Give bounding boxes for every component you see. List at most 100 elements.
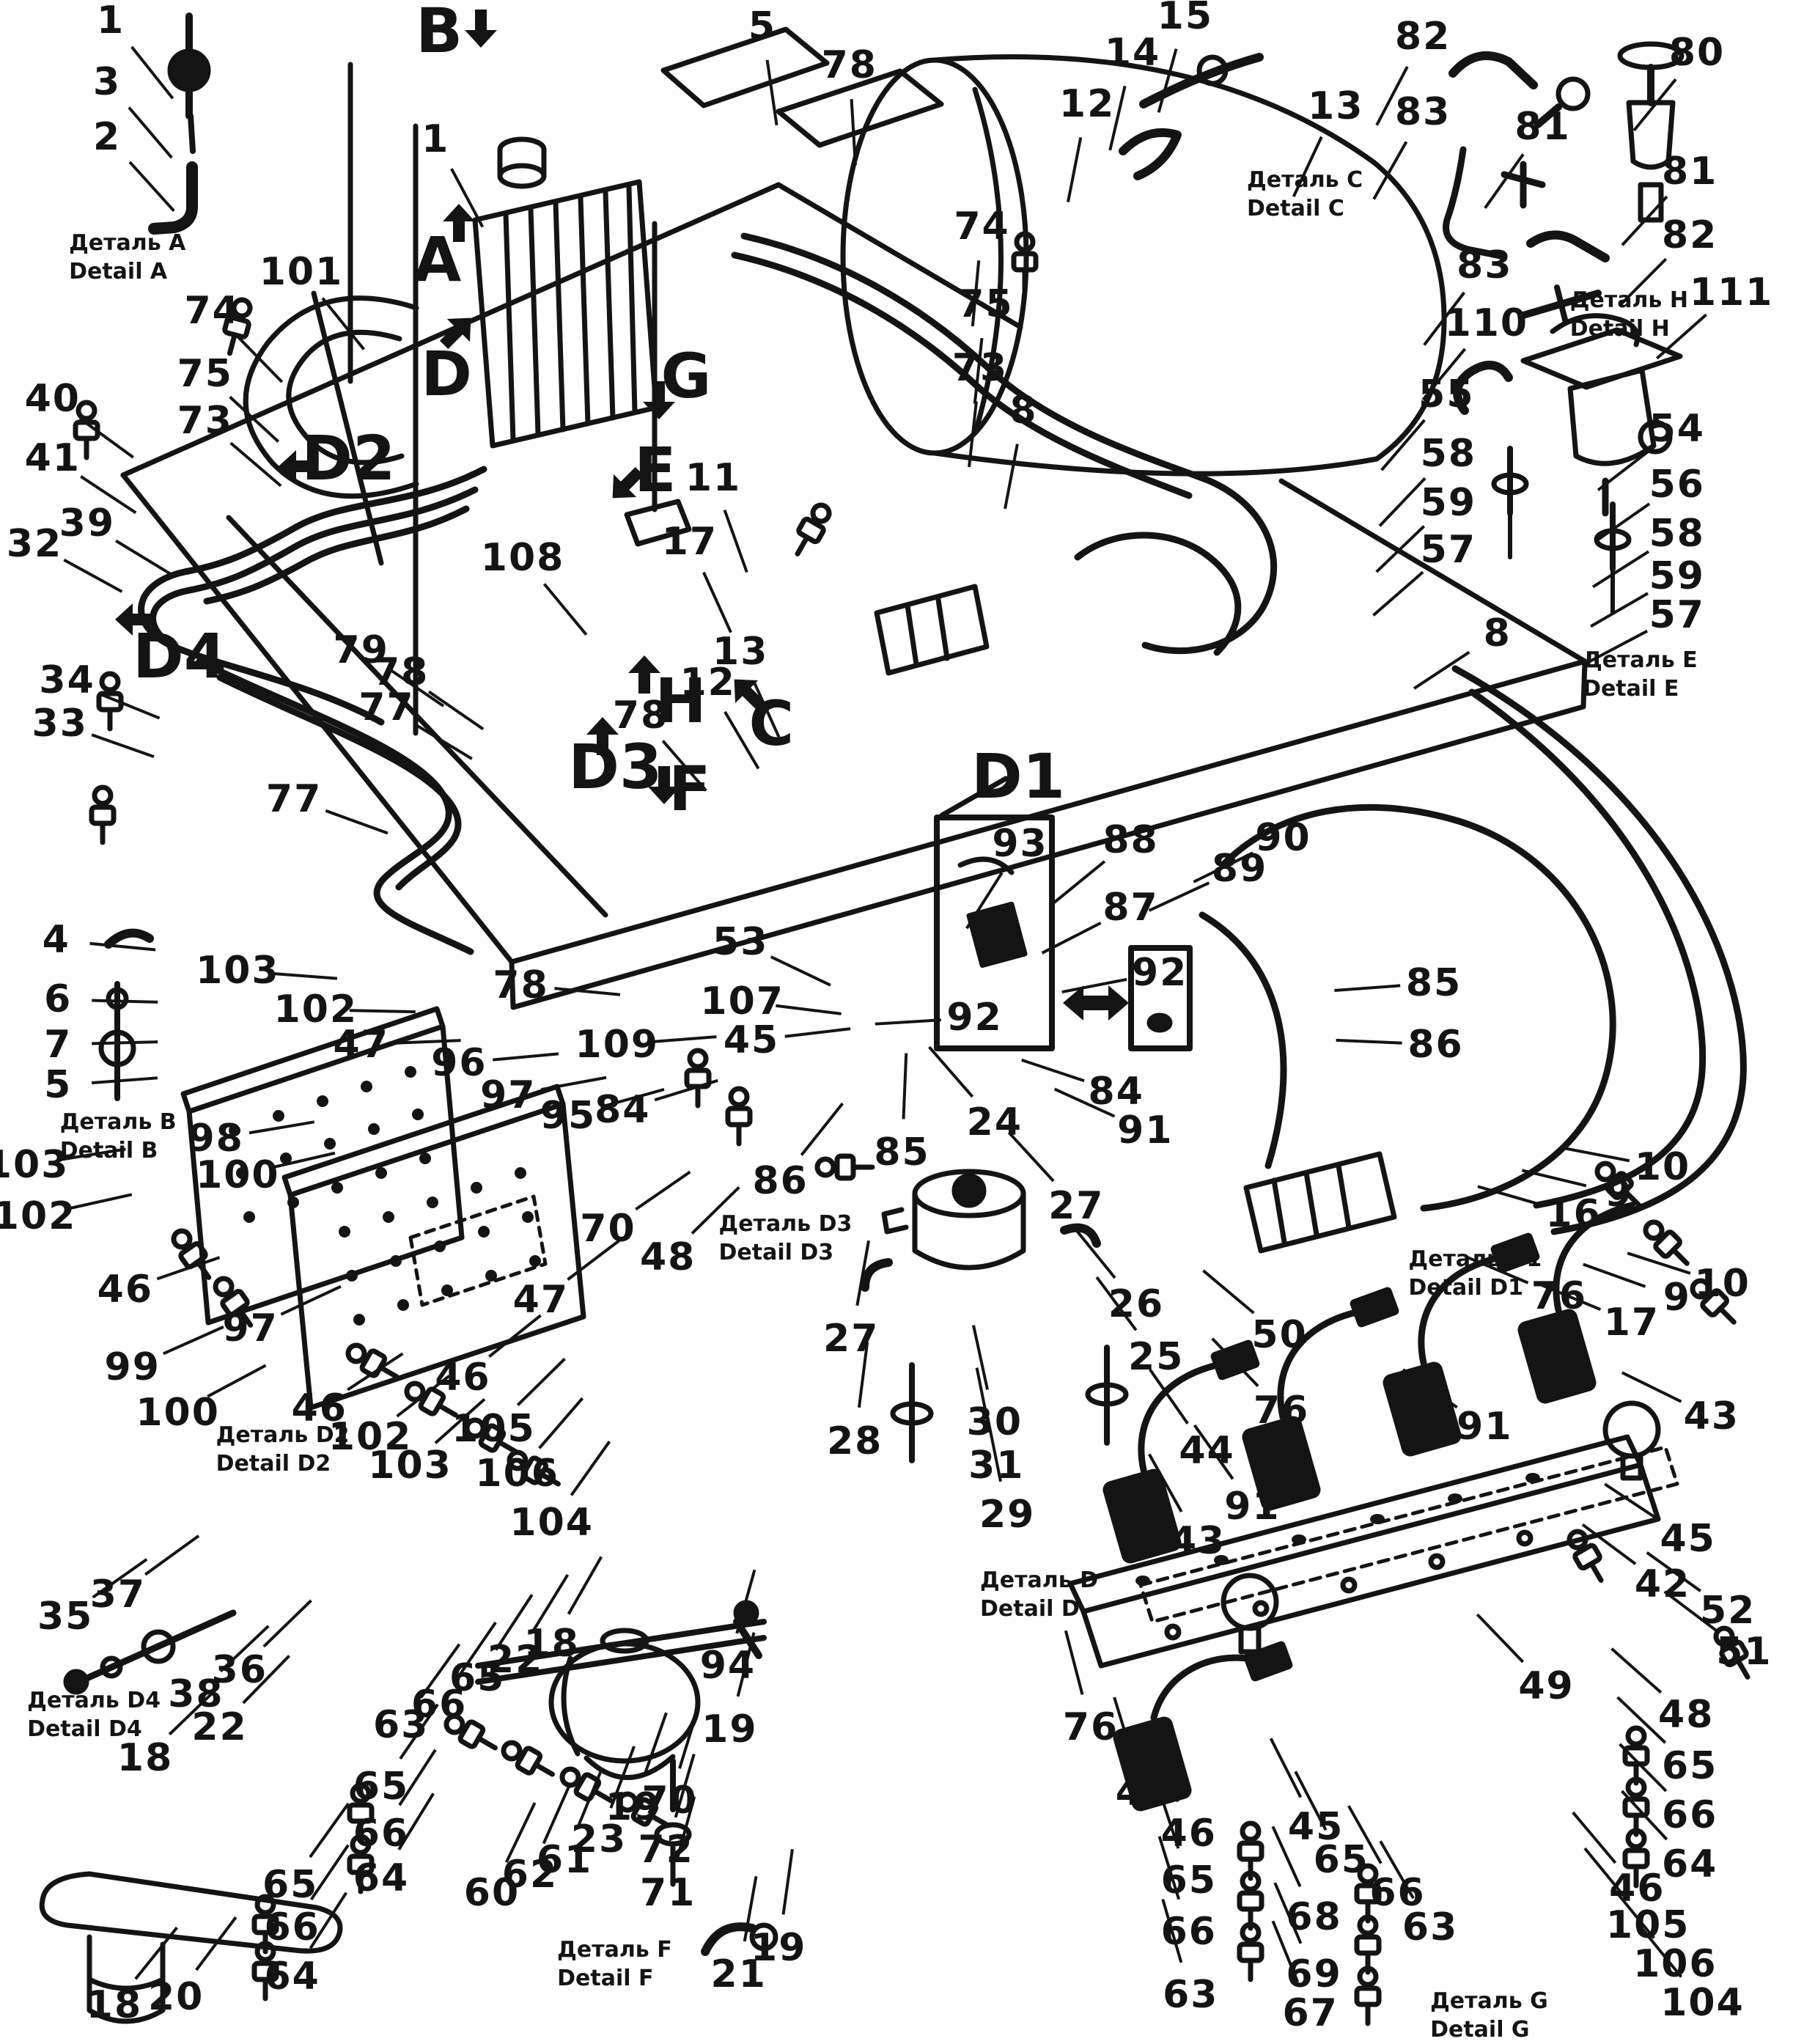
section-arrow-icon [443, 203, 476, 242]
detail-h-fittings [1443, 41, 1685, 326]
callout-91: 91 [1117, 1108, 1174, 1152]
callout-92: 92 [1131, 951, 1188, 996]
callout-4: 4 [42, 918, 70, 963]
callout-107: 107 [700, 979, 784, 1024]
callout-46: 46 [435, 1356, 491, 1400]
pipe-bundle [138, 466, 487, 955]
callout-59: 59 [1649, 554, 1705, 599]
callout-102: 102 [328, 1414, 413, 1459]
callout-78: 78 [821, 43, 877, 88]
callout-59: 59 [1420, 480, 1477, 525]
callout-5: 5 [44, 1063, 73, 1108]
callout-8: 8 [1483, 611, 1512, 656]
detail-caption-en: Detail H [1569, 316, 1670, 342]
detail-caption-ru: Деталь D2 [216, 1422, 350, 1448]
callout-65: 65 [353, 1764, 410, 1809]
section-arrow-icon [115, 603, 154, 636]
callout-48: 48 [639, 1235, 696, 1279]
callout-29: 29 [979, 1492, 1036, 1537]
callout-1: 1 [96, 0, 125, 43]
section-arrow-icon [279, 449, 317, 482]
callout-71: 71 [639, 1870, 696, 1915]
callout-30: 30 [966, 1400, 1023, 1445]
callout-62: 62 [501, 1852, 559, 1897]
callout-58: 58 [1420, 431, 1477, 476]
callout-18: 18 [86, 1983, 143, 2028]
callout-66: 66 [1369, 1870, 1426, 1915]
callout-27: 27 [823, 1317, 880, 1361]
callout-101: 101 [259, 249, 344, 294]
detail-caption-ru: Деталь H [1569, 287, 1688, 314]
callout-64: 64 [353, 1856, 410, 1901]
callout-78: 78 [373, 650, 430, 695]
callout-7: 7 [44, 1022, 73, 1067]
callout-84: 84 [1088, 1069, 1144, 1114]
lever-assembly [39, 1871, 343, 2024]
detail-box-large [934, 815, 1055, 1051]
detail-caption-en: Detail D1 [1408, 1274, 1523, 1301]
callout-99: 99 [104, 1345, 161, 1390]
air-pump [861, 1169, 1129, 1463]
callout-53: 53 [713, 920, 769, 965]
detail-caption-ru: Деталь D4 [27, 1688, 161, 1714]
callout-77: 77 [265, 777, 323, 822]
section-marker-G: G [660, 339, 712, 412]
callout-43: 43 [1169, 1519, 1226, 1564]
section-arrow-icon [586, 716, 619, 755]
detail-caption-en: Detail D4 [27, 1716, 142, 1743]
callout-86: 86 [752, 1159, 809, 1204]
callout-77: 77 [358, 685, 415, 729]
section-arrow-icon [439, 317, 471, 349]
callout-5: 5 [748, 4, 776, 49]
callout-34: 34 [39, 658, 95, 703]
callout-104: 104 [1660, 1981, 1745, 2026]
callout-102: 102 [0, 1194, 77, 1238]
callout-64: 64 [1661, 1842, 1718, 1886]
callout-64: 64 [264, 1954, 320, 1999]
callout-79: 79 [333, 628, 389, 672]
section-arrow-icon [627, 655, 660, 694]
callout-63: 63 [1163, 1973, 1219, 2018]
callout-103: 103 [368, 1443, 452, 1488]
callout-66: 66 [1661, 1793, 1718, 1837]
callout-91: 91 [1457, 1405, 1513, 1449]
section-marker-D3: D3 [568, 730, 663, 803]
detail-caption-en: Detail D [980, 1595, 1080, 1622]
callout-24: 24 [966, 1100, 1023, 1144]
section-arrow-icon [612, 466, 644, 499]
callout-38: 38 [168, 1672, 224, 1717]
detail-box-small [1128, 945, 1193, 1051]
callout-41: 41 [24, 435, 81, 480]
detail-caption-ru: Деталь B [59, 1109, 177, 1136]
section-arrow-icon [642, 381, 675, 420]
callout-32: 32 [6, 521, 63, 566]
detail-caption-en: Detail D2 [216, 1450, 331, 1477]
callout-50: 50 [1251, 1312, 1308, 1357]
callout-3: 3 [92, 59, 122, 104]
section-marker-D: D [421, 338, 472, 411]
detail-caption-ru: Деталь F [557, 1937, 672, 1963]
callout-68: 68 [1286, 1895, 1342, 1940]
callout-84: 84 [594, 1087, 651, 1132]
callout-16: 16 [1545, 1192, 1602, 1237]
callout-70: 70 [641, 1779, 698, 1823]
callout-103: 103 [196, 949, 280, 993]
callout-65: 65 [1661, 1743, 1718, 1788]
callout-44: 44 [1179, 1429, 1235, 1474]
section-marker-E: E [634, 434, 677, 507]
callout-74: 74 [184, 288, 240, 333]
callout-76: 76 [1253, 1388, 1310, 1433]
callout-8: 8 [1009, 389, 1038, 433]
callout-33: 33 [32, 701, 88, 746]
callout-47: 47 [333, 1022, 389, 1067]
section-marker-D4: D4 [133, 620, 227, 692]
callout-39: 39 [59, 501, 116, 545]
callout-106: 106 [475, 1452, 559, 1496]
callout-102: 102 [273, 988, 358, 1032]
